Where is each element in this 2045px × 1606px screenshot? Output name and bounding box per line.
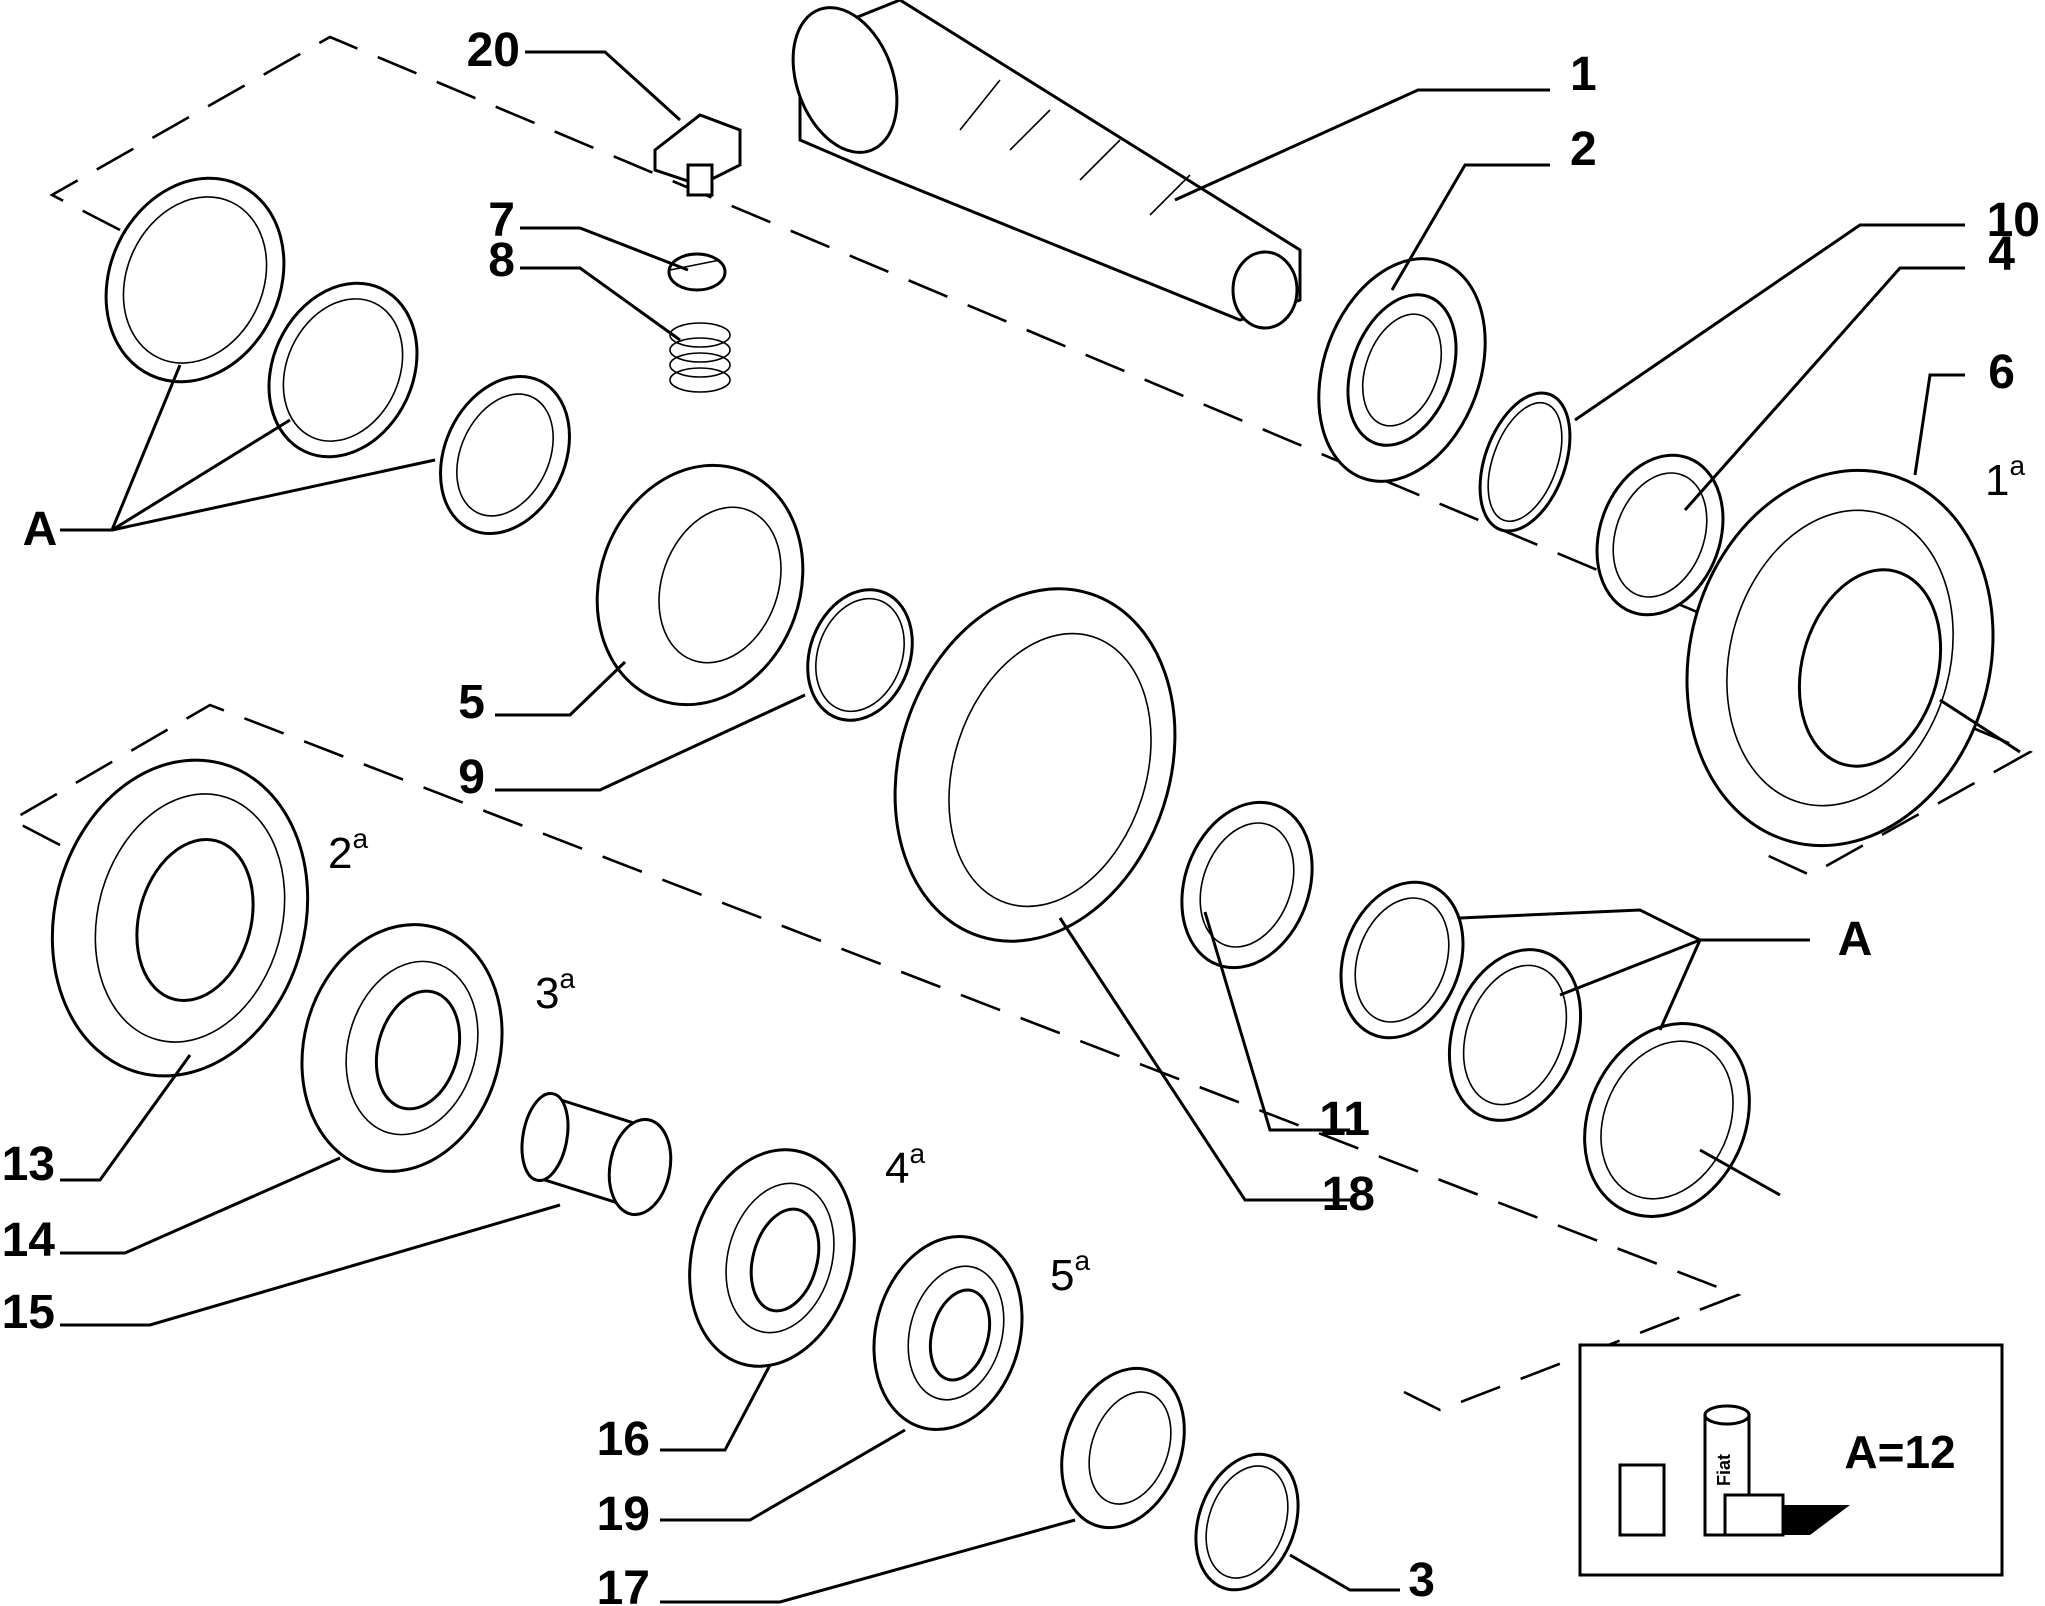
label-part-9: 9	[458, 751, 485, 804]
label-part-15: 15	[2, 1286, 55, 1339]
bearing-17	[1060, 1366, 1186, 1530]
selector-finger-20	[653, 113, 742, 197]
label-part-16: 16	[597, 1413, 650, 1466]
sliding-sleeve-18	[893, 587, 1177, 943]
circlip-9	[806, 588, 914, 722]
label-part-13: 13	[2, 1138, 55, 1191]
snap-ring-10	[1478, 391, 1572, 533]
label-part-11: 11	[1319, 1093, 1370, 1146]
label-part-19: 19	[597, 1488, 650, 1541]
synchro-ring-right-3	[1583, 1022, 1751, 1218]
gear-speed-labels: 1a 2a 3a 4a 5a	[328, 450, 2025, 1300]
synchro-ring-right-1	[1339, 880, 1465, 1040]
label-part-3: 3	[1408, 1554, 1435, 1606]
bearing-2	[1317, 257, 1487, 483]
label-group-a-right: A	[1838, 913, 1873, 966]
label-part-2: 2	[1570, 123, 1597, 176]
label-group-a-left: A	[23, 503, 58, 556]
gear-4th	[688, 1148, 856, 1368]
group-outline-bottom	[9, 703, 1742, 1412]
detent-pin-7	[667, 252, 727, 292]
part-number-labels: 1 2 3 4 5 6 7 8 9 10 11 13 14 15 16 17 1…	[2, 24, 2040, 1606]
main-shaft	[791, 0, 1302, 330]
gear-label-4th: 4a	[885, 1138, 925, 1193]
spacer-bush-15	[520, 1092, 673, 1217]
group-outline-top	[49, 35, 2033, 877]
kit-quantity-text: A=12	[1844, 1426, 1955, 1478]
label-part-7: 7	[488, 194, 515, 247]
label-part-17: 17	[597, 1562, 650, 1606]
needle-cage-11	[1180, 800, 1314, 970]
synchro-ring-top-1	[104, 176, 286, 384]
leader-lines	[60, 50, 2021, 1604]
lubricant-can-icon: Fiat	[1618, 1404, 1850, 1537]
gear-3rd	[300, 923, 504, 1173]
label-part-8: 8	[488, 234, 515, 287]
label-part-1: 1	[1570, 48, 1597, 101]
label-part-5: 5	[458, 676, 485, 729]
label-part-20: 20	[467, 24, 520, 77]
label-part-10: 10	[1987, 194, 2040, 247]
synchro-ring-top-3	[439, 374, 571, 536]
label-part-18: 18	[1322, 1168, 1375, 1221]
synchro-ring-top-2	[267, 281, 419, 459]
gear-label-3rd: 3a	[535, 963, 575, 1018]
gear-label-1st: 1a	[1985, 450, 2025, 505]
label-part-14: 14	[2, 1214, 56, 1267]
can-brand-label: Fiat	[1714, 1454, 1734, 1486]
label-part-6: 6	[1988, 346, 2015, 399]
shim-ring-3	[1194, 1452, 1300, 1592]
needle-cage-4	[1595, 453, 1725, 617]
label-part-4: 4	[1988, 228, 2015, 281]
gear-2nd	[50, 758, 310, 1078]
synchro-hub-5	[595, 463, 805, 707]
gear-5th	[872, 1235, 1024, 1431]
gear-1st	[1685, 468, 1995, 848]
synchro-ring-right-2	[1447, 948, 1583, 1122]
kit-box: Fiat A=12	[1578, 1343, 2004, 1577]
gear-label-2nd: 2a	[328, 823, 368, 878]
spring-8	[669, 322, 731, 393]
gear-label-5th: 5a	[1050, 1245, 1090, 1300]
